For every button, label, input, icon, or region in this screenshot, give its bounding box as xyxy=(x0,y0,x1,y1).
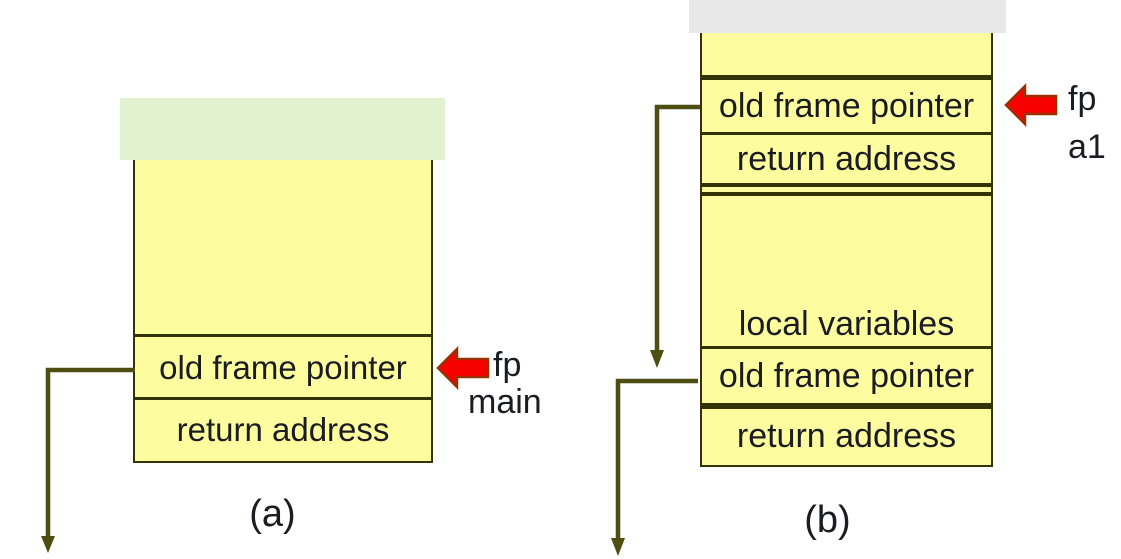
cell-return-address-b-top: return address xyxy=(736,140,957,178)
cell-return-address-b-bottom: return address xyxy=(736,417,957,455)
cell-divider xyxy=(135,334,431,337)
arrowhead-down-icon xyxy=(650,350,664,368)
arrowhead-down-icon xyxy=(611,538,625,556)
old-fp-pointer-arrow-a xyxy=(41,367,135,553)
arrowhead-down-icon xyxy=(41,536,55,553)
old-fp-pointer-arrow-a-line xyxy=(45,367,135,538)
fp-register-label-b: fp xyxy=(1068,80,1097,118)
old-fp-pointer-arrow-b-upper xyxy=(650,104,700,368)
fp-register-label-a: fp xyxy=(493,346,522,384)
cell-divider xyxy=(702,346,991,349)
fp-arrow-b-shape xyxy=(1004,82,1058,128)
caption-a: (a) xyxy=(249,493,296,535)
double-divider-gap xyxy=(702,187,991,192)
fp-frame-label-b: a1 xyxy=(1068,128,1106,166)
cell-old-frame-pointer-b-bottom: old frame pointer xyxy=(718,357,975,395)
cell-old-frame-pointer-a: old frame pointer xyxy=(159,348,407,386)
fp-arrow-b xyxy=(1004,82,1058,128)
old-fp-pointer-arrow-b-lower xyxy=(611,378,698,556)
previous-frame-band-b xyxy=(689,0,1006,33)
cell-divider xyxy=(702,132,991,135)
cell-return-address-a: return address xyxy=(176,411,390,448)
cell-old-frame-pointer-b-top: old frame pointer xyxy=(718,87,975,125)
fp-frame-label-a: main xyxy=(468,383,542,421)
frame-boundary-divider xyxy=(702,403,991,409)
stack-a: old frame pointer return address xyxy=(133,160,433,463)
cell-local-variables-b: local variables xyxy=(738,305,955,343)
double-divider-bottom-line xyxy=(702,192,991,196)
cell-divider xyxy=(135,397,431,400)
old-fp-pointer-arrow-b-lower-line xyxy=(615,378,698,540)
fp-arrow-a-shape xyxy=(436,345,490,391)
caption-b: (b) xyxy=(804,499,851,541)
stack-b: old frame pointer return address local v… xyxy=(700,33,993,467)
old-fp-pointer-arrow-b-upper-line xyxy=(654,104,700,352)
fp-arrow-a xyxy=(436,345,490,391)
previous-frame-band-a xyxy=(120,98,445,160)
frame-boundary-divider xyxy=(702,75,991,80)
double-divider-top-line xyxy=(702,183,991,187)
